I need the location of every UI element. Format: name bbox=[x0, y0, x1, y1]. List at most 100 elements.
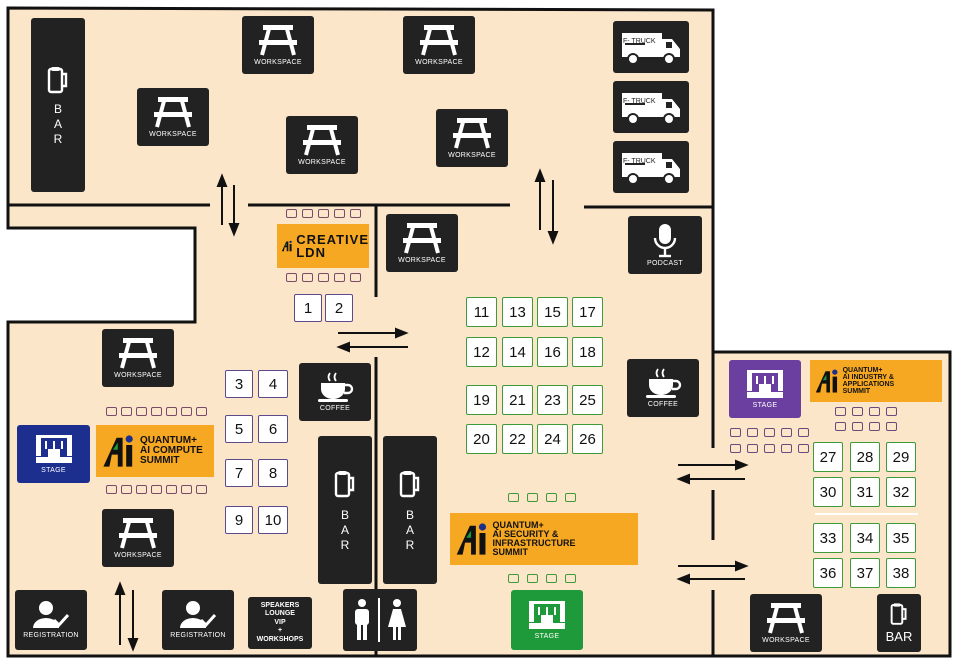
compute-summit-text: QUANTUM+ AI COMPUTE SUMMIT bbox=[140, 435, 203, 466]
speakers-lounge-tile: SPEAKERS LOUNGE VIP + WORKSHOPS bbox=[248, 597, 312, 649]
seat bbox=[730, 428, 741, 437]
booth: 18 bbox=[572, 337, 603, 367]
seat bbox=[798, 444, 809, 453]
creative-ldn-text: CREATIVE LDN bbox=[296, 232, 369, 260]
workspace-tile: WORKSPACE bbox=[102, 329, 174, 387]
picnic-table-icon bbox=[119, 338, 157, 369]
food-truck-label: F- TRUCK bbox=[623, 98, 656, 105]
bar-area: BAR bbox=[318, 436, 372, 584]
workspace-tile: WORKSPACE bbox=[436, 109, 508, 167]
booth: 13 bbox=[502, 297, 533, 327]
seat bbox=[302, 273, 313, 282]
picnic-table-icon bbox=[303, 125, 341, 156]
creative-ldn-banner: CREATIVE LDN bbox=[277, 224, 369, 268]
booth: 22 bbox=[502, 424, 533, 454]
booth: 5 bbox=[225, 415, 253, 443]
bar-label: BAR bbox=[403, 508, 417, 553]
stage-icon bbox=[35, 435, 72, 463]
stage-tile-green: STAGE bbox=[511, 590, 583, 650]
coffee-tile: COFFEE bbox=[299, 363, 371, 421]
seat bbox=[546, 493, 557, 502]
seat bbox=[886, 407, 897, 416]
booth: 6 bbox=[258, 415, 288, 443]
bar-label: BAR bbox=[885, 629, 913, 644]
industry-summit-banner: QUANTUM+ AI INDUSTRY & APPLICATIONS SUMM… bbox=[810, 360, 942, 402]
booth: 11 bbox=[466, 297, 497, 327]
seat bbox=[730, 444, 741, 453]
booth: 21 bbox=[502, 385, 533, 415]
beer-mug-icon bbox=[399, 471, 420, 498]
seat bbox=[869, 422, 880, 431]
stage-label: STAGE bbox=[41, 467, 66, 474]
bar-area: BAR bbox=[31, 18, 85, 192]
workspace-tile: WORKSPACE bbox=[386, 214, 458, 272]
seat bbox=[764, 428, 775, 437]
seat bbox=[546, 574, 557, 583]
booth: 26 bbox=[572, 424, 603, 454]
registration-tile: REGISTRATION bbox=[15, 590, 87, 650]
stage-label: STAGE bbox=[752, 402, 778, 409]
seat bbox=[136, 485, 147, 494]
stage-tile-blue: STAGE bbox=[17, 425, 90, 483]
seat bbox=[527, 493, 538, 502]
seat bbox=[181, 485, 192, 494]
seat bbox=[151, 485, 162, 494]
booth: 37 bbox=[850, 558, 880, 588]
booth: 34 bbox=[850, 523, 880, 553]
bar-area: BAR bbox=[383, 436, 437, 584]
seat bbox=[136, 407, 147, 416]
ai-logo-icon bbox=[456, 523, 487, 555]
food-truck-label: F- TRUCK bbox=[623, 38, 656, 45]
speakers-lounge-label: SPEAKERS LOUNGE VIP + WORKSHOPS bbox=[256, 601, 304, 643]
restroom-divider bbox=[378, 598, 380, 642]
coffee-cup-icon bbox=[646, 368, 682, 398]
booth: 20 bbox=[466, 424, 497, 454]
seat bbox=[565, 574, 576, 583]
bar-label: BAR bbox=[51, 102, 65, 147]
workspace-label: WORKSPACE bbox=[398, 257, 446, 264]
bar-label: BAR bbox=[338, 508, 352, 553]
seat bbox=[106, 407, 117, 416]
stage-label: STAGE bbox=[534, 633, 560, 640]
seat bbox=[334, 209, 345, 218]
workspace-tile: WORKSPACE bbox=[286, 116, 358, 174]
booth: 1 bbox=[294, 294, 322, 322]
booth: 7 bbox=[225, 459, 253, 487]
seat bbox=[886, 422, 897, 431]
seat bbox=[166, 407, 177, 416]
seat bbox=[852, 422, 863, 431]
booth: 29 bbox=[886, 442, 916, 472]
picnic-table-icon bbox=[453, 118, 491, 149]
female-restroom-icon bbox=[388, 599, 406, 640]
stage-tile-purple: STAGE bbox=[729, 360, 801, 418]
seat bbox=[350, 209, 361, 218]
workspace-label: WORKSPACE bbox=[298, 159, 346, 166]
workspace-label: WORKSPACE bbox=[149, 131, 197, 138]
seat bbox=[334, 273, 345, 282]
picnic-table-icon bbox=[403, 223, 441, 254]
podcast-label: PODCAST bbox=[647, 260, 683, 267]
seat bbox=[798, 428, 809, 437]
coffee-tile: COFFEE bbox=[627, 359, 699, 417]
seat bbox=[196, 485, 207, 494]
seat bbox=[318, 273, 329, 282]
seat bbox=[781, 444, 792, 453]
seat bbox=[151, 407, 162, 416]
workspace-tile: WORKSPACE bbox=[750, 594, 822, 652]
seat bbox=[747, 444, 758, 453]
booth: 25 bbox=[572, 385, 603, 415]
booth: 15 bbox=[537, 297, 568, 327]
workspace-label: WORKSPACE bbox=[114, 372, 162, 379]
user-check-icon bbox=[180, 601, 217, 628]
beer-mug-icon bbox=[47, 67, 68, 94]
seat bbox=[106, 485, 117, 494]
workspace-label: WORKSPACE bbox=[254, 59, 302, 66]
stage-icon bbox=[747, 370, 783, 398]
seat bbox=[318, 209, 329, 218]
booth: 27 bbox=[813, 442, 843, 472]
food-truck-icon bbox=[622, 93, 680, 125]
booth: 8 bbox=[258, 459, 288, 487]
workspace-tile: WORKSPACE bbox=[242, 16, 314, 74]
seat bbox=[835, 422, 846, 431]
